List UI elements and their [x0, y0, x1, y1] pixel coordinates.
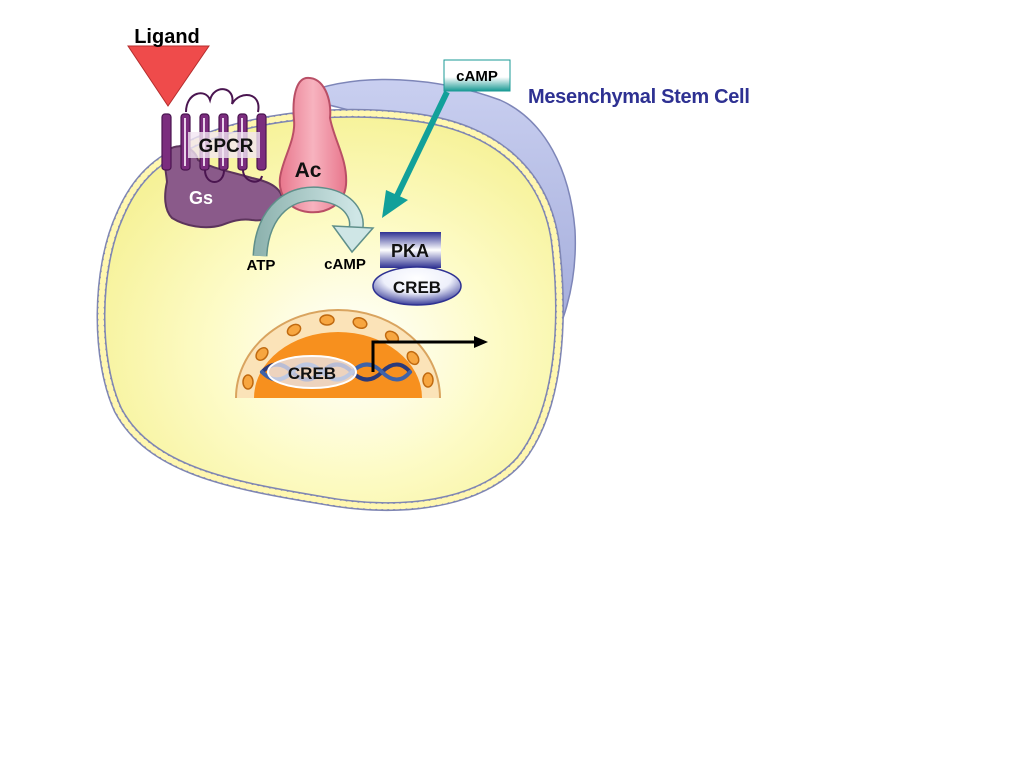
- membrane-lipid-heads: [98, 110, 563, 510]
- atp-label: ATP: [247, 257, 276, 274]
- extracellular-camp: cAMP: [382, 59, 511, 218]
- nuclear-pores: [242, 314, 434, 390]
- gs-protein: [163, 145, 284, 229]
- creb-cytoplasmic: [372, 266, 462, 306]
- transcription-arrow: [371, 336, 488, 372]
- gpcr-receptor: GPCR: [161, 88, 267, 183]
- creb-label: CREB: [393, 278, 441, 297]
- ligand-label: Ligand: [134, 26, 200, 48]
- pka-label: PKA: [391, 241, 429, 261]
- pka-box: [380, 232, 441, 268]
- camp-product-label: cAMP: [324, 256, 366, 273]
- camp-tag: [443, 59, 511, 92]
- ac-label: Ac: [295, 159, 322, 182]
- camp-tag-label: cAMP: [456, 68, 498, 85]
- diagram-title: Mesenchymal Stem Cell: [528, 86, 750, 108]
- creb-nuclear-label: CREB: [288, 364, 336, 383]
- creb-nuclear: [267, 355, 357, 389]
- ligand-triangle: [127, 45, 210, 107]
- gs-label: Gs: [189, 188, 213, 208]
- adenylyl-cyclase: [278, 76, 348, 214]
- atp-to-camp-arrow: [252, 186, 375, 257]
- gpcr-label: GPCR: [199, 136, 254, 157]
